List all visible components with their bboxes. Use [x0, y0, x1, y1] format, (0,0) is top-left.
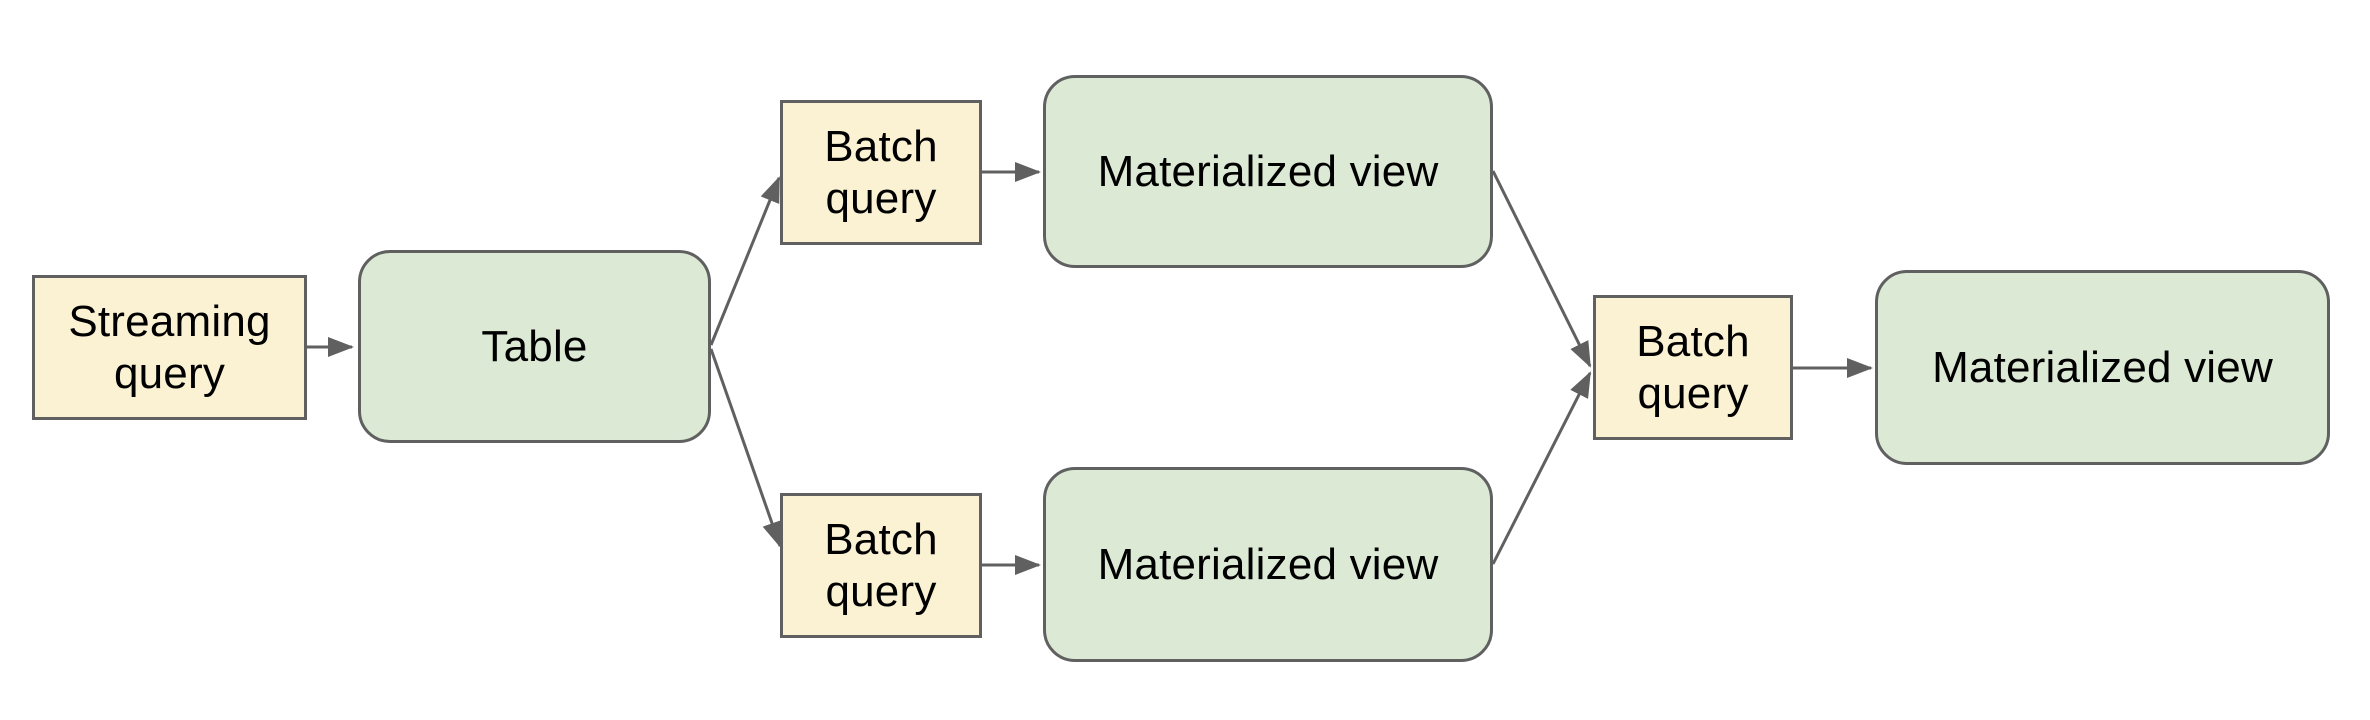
batch-query-right-label: Batch query [1636, 316, 1750, 418]
materialized-view-bottom-node: Materialized view [1043, 467, 1493, 662]
batch-query-right-node: Batch query [1593, 295, 1793, 440]
table-label: Table [481, 321, 588, 371]
materialized-view-right-node: Materialized view [1875, 270, 2330, 465]
batch-query-top-label: Batch query [824, 121, 938, 223]
materialized-view-right-label: Materialized view [1932, 342, 2273, 392]
batch-query-bottom-label: Batch query [824, 514, 938, 616]
batch-query-top-node: Batch query [780, 100, 982, 245]
edge-table-to-batch-query-top-arrow [709, 176, 781, 346]
materialized-view-bottom-label: Materialized view [1097, 539, 1439, 589]
streaming-query-node: Streaming query [32, 275, 307, 420]
batch-query-bottom-node: Batch query [780, 493, 982, 638]
edge-materialized-view-top-to-batch-query-right-arrow [1491, 170, 1592, 368]
streaming-query-label: Streaming query [68, 296, 271, 398]
table-node: Table [358, 250, 711, 443]
materialized-view-top-node: Materialized view [1043, 75, 1493, 268]
edge-table-to-batch-query-bottom-arrow [709, 348, 782, 548]
edge-materialized-view-bottom-to-batch-query-right-arrow [1491, 371, 1592, 565]
materialized-view-top-label: Materialized view [1097, 146, 1439, 196]
